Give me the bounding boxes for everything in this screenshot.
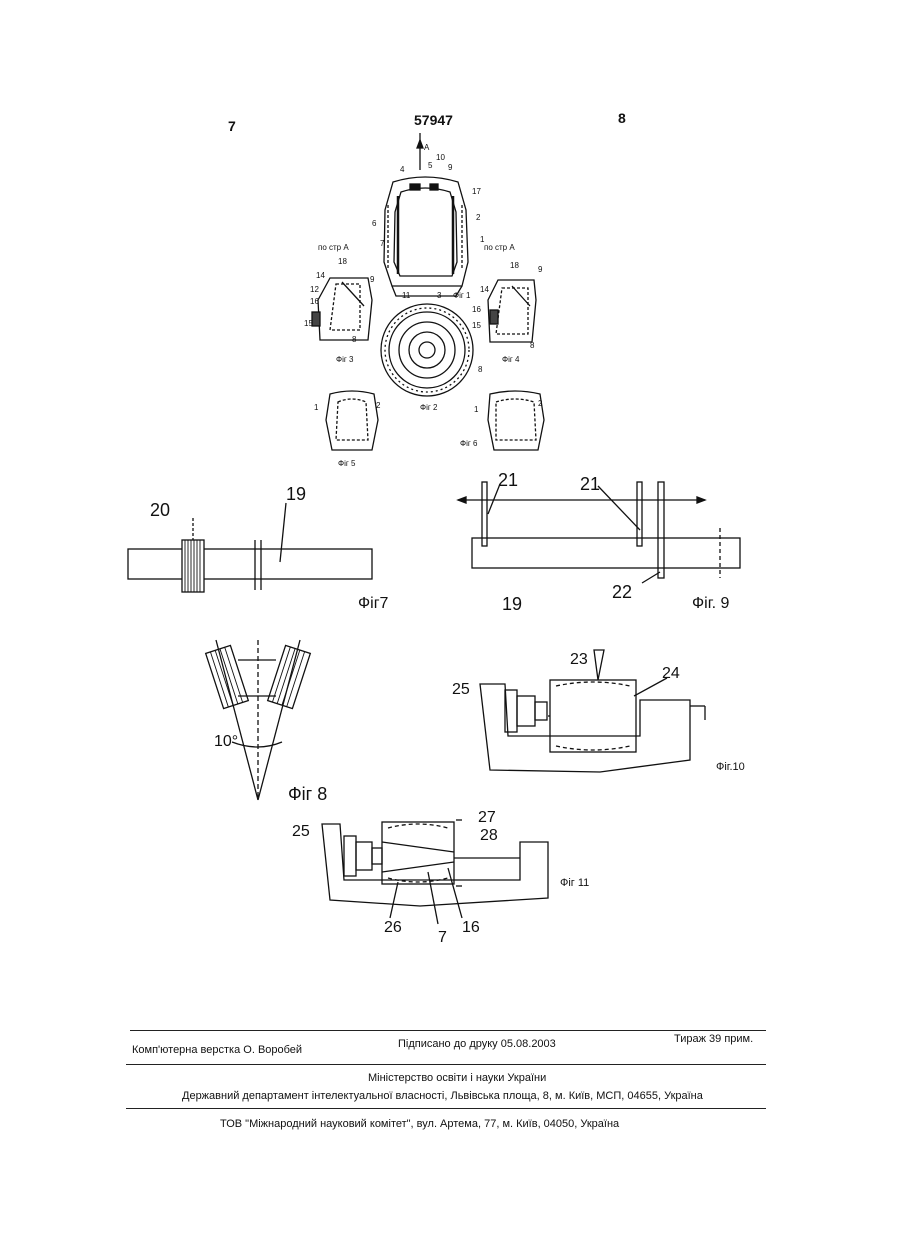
svg-text:26: 26 (384, 919, 402, 936)
svg-text:22: 22 (612, 582, 632, 602)
figure-11-labels: 25 27 28 26 7 16 Фіг 11 (292, 809, 589, 946)
svg-text:9: 9 (538, 265, 543, 274)
svg-text:25: 25 (452, 681, 470, 698)
svg-text:20: 20 (150, 500, 170, 520)
figure-11 (322, 820, 548, 924)
fig3-caption: Фіг 3 (336, 355, 354, 364)
figure-3-labels: 18 14 9 12 16 15 8 Фіг 3 (304, 257, 375, 364)
svg-text:8: 8 (352, 335, 357, 344)
fig2-caption: Фіг 2 (420, 403, 438, 412)
figure-10-labels: 23 24 25 Фіг.10 (452, 651, 745, 773)
footer-rule-3 (126, 1108, 766, 1109)
fig8-caption: Фіг 8 (288, 784, 327, 804)
figure-8-labels: 10° Фіг 8 (214, 733, 327, 804)
view-marker-a: А (424, 143, 430, 152)
figure-1 (384, 133, 468, 296)
svg-text:9: 9 (448, 163, 453, 172)
svg-text:16: 16 (472, 305, 481, 314)
fig5-caption: Фіг 5 (338, 459, 356, 468)
figure-6 (488, 391, 544, 450)
svg-text:19: 19 (286, 484, 306, 504)
svg-text:14: 14 (316, 271, 325, 280)
publisher-address: ТОВ "Міжнародний науковий комітет", вул.… (220, 1118, 619, 1130)
figure-4 (488, 280, 536, 342)
svg-text:2: 2 (538, 399, 543, 408)
svg-text:1: 1 (314, 403, 319, 412)
svg-text:16: 16 (462, 919, 480, 936)
svg-text:1: 1 (474, 405, 479, 414)
svg-text:12: 12 (310, 285, 319, 294)
svg-text:7: 7 (380, 239, 385, 248)
svg-text:8: 8 (530, 341, 535, 350)
typesetting-credit: Комп'ютерна верстка О. Воробей (132, 1044, 302, 1056)
footer-rule-2 (126, 1064, 766, 1065)
svg-text:15: 15 (304, 319, 313, 328)
svg-text:3: 3 (437, 291, 442, 300)
svg-text:28: 28 (480, 827, 498, 844)
figure-2 (381, 304, 473, 396)
svg-text:4: 4 (400, 165, 405, 174)
ministry-name: Міністерство освіти і науки України (368, 1072, 546, 1084)
svg-text:17: 17 (472, 187, 481, 196)
footer-rule-1 (130, 1030, 766, 1031)
department-address: Державний департамент інтелектуальної вл… (182, 1090, 703, 1102)
svg-text:23: 23 (570, 651, 588, 668)
svg-text:18: 18 (510, 261, 519, 270)
svg-text:7: 7 (438, 929, 447, 946)
svg-text:9: 9 (370, 275, 375, 284)
fig11-caption: Фіг 11 (560, 877, 589, 889)
svg-text:24: 24 (662, 665, 680, 682)
fig4-caption: Фіг 4 (502, 355, 520, 364)
figure-4-labels: 18 9 14 16 15 8 Фіг 4 (472, 261, 543, 364)
figure-5 (326, 391, 378, 450)
figure-8 (206, 640, 311, 800)
svg-text:21: 21 (498, 470, 518, 490)
section-label-right: по стр А (484, 243, 515, 252)
fig1-caption: Фіг 1 (453, 291, 471, 300)
figure-5-labels: 1 2 Фіг 5 (314, 401, 381, 468)
svg-text:15: 15 (472, 321, 481, 330)
fig7-caption: Фіг7 (358, 595, 389, 612)
svg-text:10: 10 (436, 153, 445, 162)
svg-text:19: 19 (502, 594, 522, 614)
svg-text:21: 21 (580, 474, 600, 494)
figure-3 (312, 278, 372, 340)
circulation: Тираж 39 прим. (674, 1033, 753, 1045)
svg-text:25: 25 (292, 823, 310, 840)
svg-text:27: 27 (478, 809, 496, 826)
svg-text:5: 5 (428, 161, 433, 170)
svg-text:8: 8 (478, 365, 483, 374)
fig10-caption: Фіг.10 (716, 761, 745, 773)
svg-text:2: 2 (476, 213, 481, 222)
svg-text:18: 18 (338, 257, 347, 266)
svg-text:16: 16 (310, 297, 319, 306)
figure-9 (458, 482, 740, 583)
figure-9-labels: 21 21 19 22 Фіг. 9 (498, 470, 729, 614)
svg-text:2: 2 (376, 401, 381, 410)
svg-text:6: 6 (372, 219, 377, 228)
fig6-caption: Фіг 6 (460, 439, 478, 448)
svg-text:11: 11 (402, 291, 411, 300)
section-label-left: по стр А (318, 243, 349, 252)
signed-date: Підписано до друку 05.08.2003 (398, 1038, 556, 1050)
angle-label: 10° (214, 733, 238, 750)
fig9-caption: Фіг. 9 (692, 595, 729, 612)
svg-text:14: 14 (480, 285, 489, 294)
